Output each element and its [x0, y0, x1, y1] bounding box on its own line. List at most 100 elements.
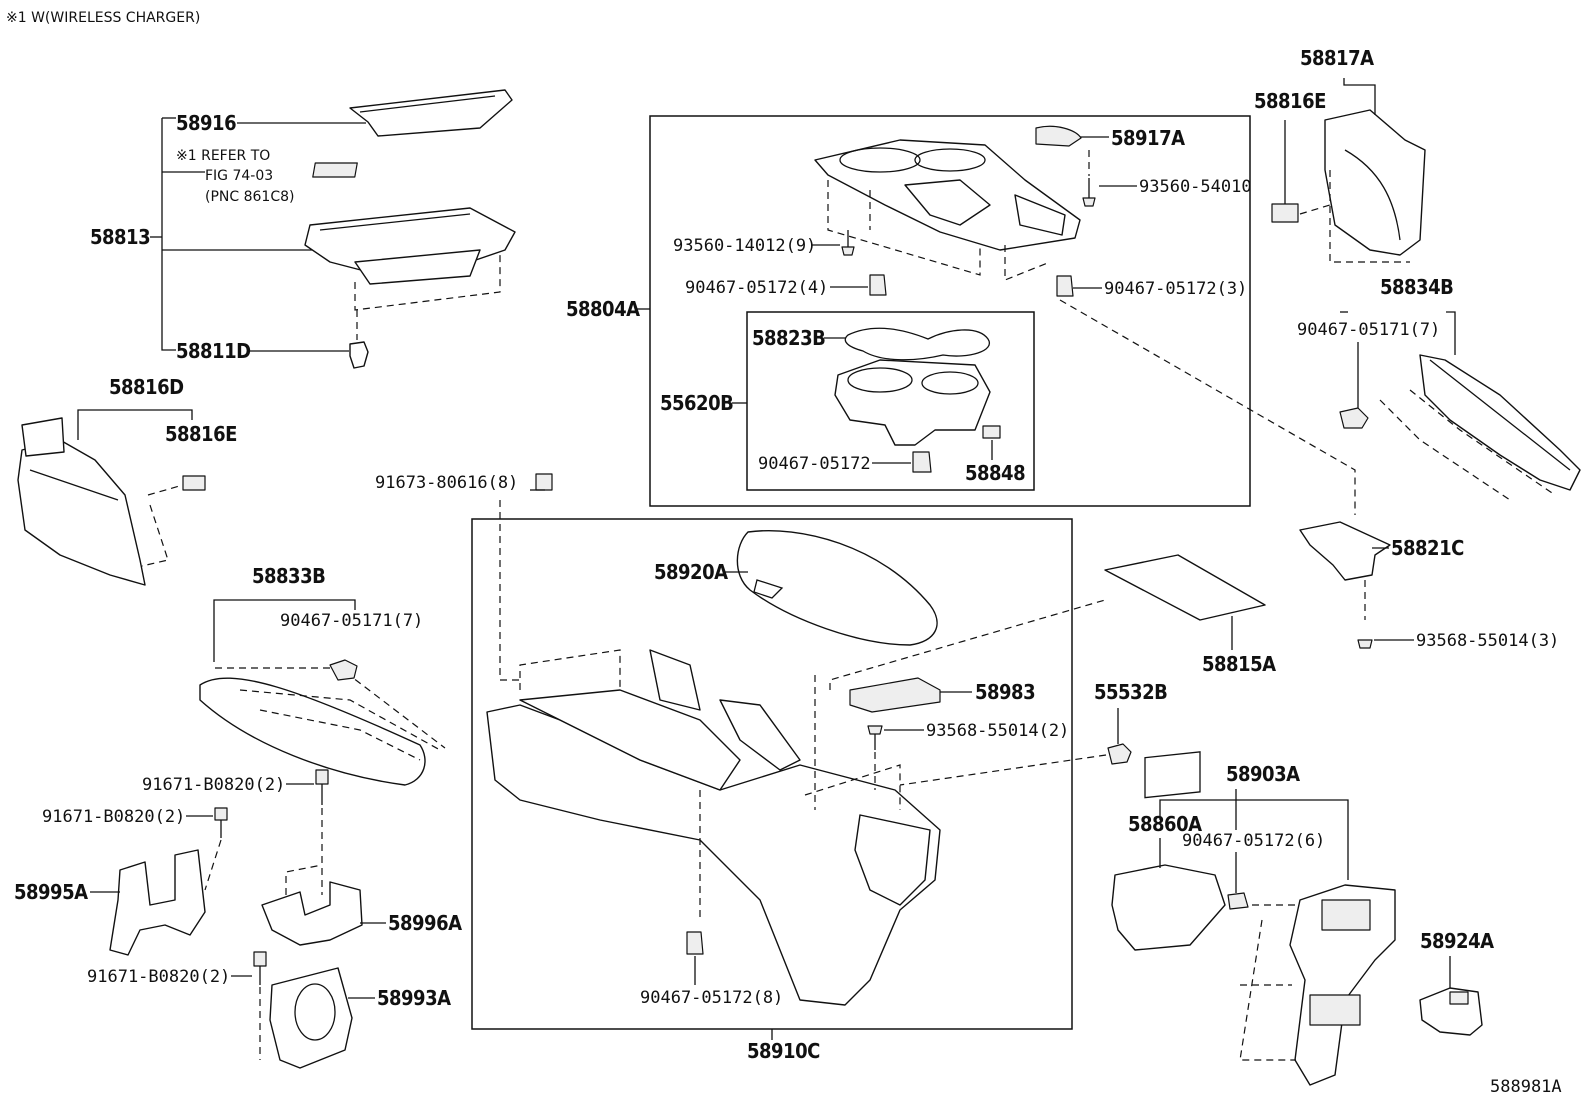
header-note: ※1 W(WIRELESS CHARGER): [6, 10, 200, 26]
label-90467-05172-4: 90467-05172(4): [685, 278, 828, 298]
part-55532B-group: 55532B: [899, 680, 1168, 786]
label-58811D: 58811D: [176, 339, 251, 363]
label-58816E-left: 58816E: [165, 422, 237, 446]
part-55620B-shape: [834, 359, 991, 446]
fastener-93560-14012-group: 93560-14012(9): [673, 230, 855, 256]
label-58848: 58848: [965, 461, 1025, 485]
refer-note-line-2: FIG 74-03: [205, 168, 273, 184]
bolt-91671-a: [315, 769, 329, 785]
bracket-58903A: [1159, 799, 1349, 880]
fastener-91673-80616-group: 91673-80616(8): [375, 473, 553, 681]
label-90467-05172-3: 90467-05172(3): [1104, 279, 1247, 299]
fastener-93560-54010-group: 93560-54010: [1082, 150, 1252, 207]
fastener-90467-05172-4-group: 90467-05172(4): [685, 274, 887, 298]
part-58821C-group: 58821C: [1299, 521, 1465, 620]
part-58815A-shape: [1104, 554, 1266, 621]
part-58917A-shape: [1035, 125, 1082, 147]
part-58834B-group: 58834B: [1340, 275, 1581, 501]
label-58916: 58916: [176, 111, 236, 135]
part-58811D-shape: [349, 341, 369, 369]
group-box-58804A: [649, 115, 1251, 507]
fastener-90467-05172-8-group: 90467-05172(8): [640, 931, 783, 1008]
part-58815A-group: 58815A: [1104, 554, 1277, 676]
clip-90467-05172-4: [869, 274, 887, 296]
part-58983-group: 58983: [829, 599, 1106, 713]
part-58996A-shape: [261, 881, 363, 946]
label-55532B: 55532B: [1094, 680, 1167, 704]
label-58823B: 58823B: [752, 326, 825, 350]
label-58860A: 58860A: [1128, 812, 1202, 836]
label-58917A: 58917A: [1111, 126, 1185, 150]
label-58804A: 58804A: [566, 297, 640, 321]
part-58817A-shape: [1324, 109, 1426, 256]
label-90467-05171-7-left: 90467-05171(7): [280, 611, 423, 631]
screw-93568-55014-2: [867, 725, 883, 735]
part-58804A-shape-group: [814, 139, 1081, 281]
fastener-90467-05172-inner-group: 90467-05172: [758, 451, 932, 474]
part-58995A-group: 58995A: [14, 849, 206, 956]
screw-93568-55014-3: [1357, 639, 1373, 649]
label-58816D: 58816D: [109, 375, 184, 399]
label-93568-55014-3: 93568-55014(3): [1416, 631, 1559, 651]
part-58816E-right-shape: [1271, 203, 1299, 223]
part-58816D-shape: [17, 439, 146, 586]
part-58993A-shape: [269, 967, 353, 1069]
label-58993A: 58993A: [377, 986, 451, 1010]
clip-90467-05172-inner: [912, 451, 932, 473]
clip-90467-05171-right: [1339, 407, 1369, 429]
label-58816E-right: 58816E: [1254, 89, 1326, 113]
label-90467-05171-7-right: 90467-05171(7): [1297, 320, 1440, 340]
fastener-93568-55014-3-group: 93568-55014(3): [1357, 631, 1559, 651]
part-58834B-shape: [1419, 354, 1581, 491]
figure-id: 588981A: [1490, 1077, 1562, 1097]
label-55620B: 55620B: [660, 391, 733, 415]
refer-note-line-3: (PNC 861C8): [205, 189, 294, 205]
fastener-90467-05172-3-group: 90467-05172(3): [1056, 275, 1247, 299]
fastener-90467-05172-6-group: 90467-05172(6): [1182, 831, 1325, 910]
clip-90467-05172-3: [1056, 275, 1074, 297]
part-58823B-group: 58823B: [752, 326, 991, 361]
fastener-90467-05171-left-group: 90467-05171(7): [280, 611, 423, 681]
label-58983: 58983: [975, 680, 1035, 704]
part-58920A-group: 58920A: [654, 529, 938, 646]
label-90467-05172-8: 90467-05172(8): [640, 988, 783, 1008]
part-58920A-shape: [736, 529, 938, 646]
bolt-91671-c: [253, 951, 267, 967]
part-58924A-group: 58924A: [1419, 929, 1495, 1036]
fastener-91671-b-group: 91671-B0820(2): [42, 807, 228, 891]
connector-58804A-58821C: [1059, 299, 1356, 515]
label-58813: 58813: [90, 225, 150, 249]
console-box-shape-group: [486, 649, 941, 1006]
label-58920A: 58920A: [654, 560, 728, 584]
part-58833B-shape: [199, 677, 426, 786]
label-90467-05172: 90467-05172: [758, 454, 871, 474]
label-93560-14012-9: 93560-14012(9): [673, 236, 816, 256]
part-58996A-group: 58996A: [261, 864, 463, 946]
label-91671-B0820-b: 91671-B0820(2): [42, 807, 185, 827]
label-58817A: 58817A: [1300, 46, 1374, 70]
label-58815A: 58815A: [1202, 652, 1276, 676]
part-58993A-group: 58993A: [269, 967, 452, 1069]
part-58816E-right-group: 58816E: [1254, 89, 1331, 223]
part-55620B-cupholder: [834, 359, 991, 446]
part-58860A-group: 58860A: [1111, 751, 1226, 951]
label-58903A: 58903A: [1226, 762, 1300, 786]
label-93568-55014-2: 93568-55014(2): [926, 721, 1069, 741]
label-58834B: 58834B: [1380, 275, 1453, 299]
part-58833B-group: 58833B: [199, 564, 446, 786]
label-90467-05172-6: 90467-05172(6): [1182, 831, 1325, 851]
part-58811D-group: 58811D: [176, 339, 369, 369]
part-58916-group: 58916: [176, 89, 513, 137]
label-58910C: 58910C: [747, 1039, 820, 1063]
part-58860A-shape: [1111, 864, 1226, 951]
label-58995A: 58995A: [14, 880, 88, 904]
part-58816E-left-shape: [182, 475, 206, 491]
part-58983-shape: [849, 677, 941, 713]
clip-90467-05172-6: [1227, 892, 1249, 910]
label-91671-B0820-a: 91671-B0820(2): [142, 775, 285, 795]
part-58903A-group: 58903A: [1159, 762, 1349, 880]
screw-93560-54010: [1082, 197, 1096, 207]
part-58917A-group: 58917A: [1035, 125, 1186, 150]
label-93560-54010: 93560-54010: [1139, 177, 1252, 197]
